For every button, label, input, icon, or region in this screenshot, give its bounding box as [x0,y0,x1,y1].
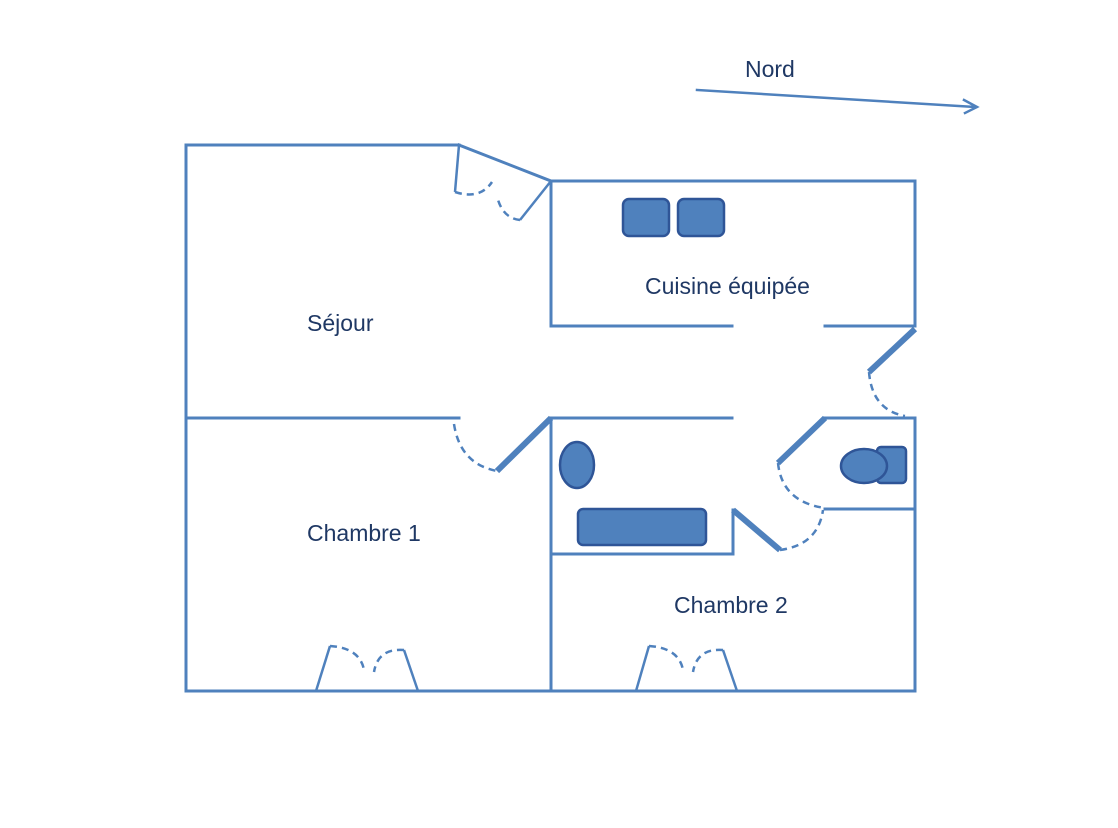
wc-door [775,415,828,510]
window-chambre2 [634,644,739,692]
cuisine-door [866,326,918,418]
bathtub-icon [576,507,708,547]
stove-burner-icon [621,197,671,238]
wall-entry-angled [457,143,553,183]
bathroom-door [731,507,825,553]
doors [452,144,918,553]
room-labels: Séjour Cuisine équipée Chambre 1 Chambre… [307,273,810,618]
stove-burner-icon [676,197,726,238]
room-label-chambre1: Chambre 1 [307,520,421,546]
north-arrow-head [962,98,980,115]
room-label-chambre2: Chambre 2 [674,592,788,618]
north-arrow-shaft [695,88,978,109]
sejour-door [452,415,554,474]
toilet-bowl-icon [839,447,889,485]
sink-icon [558,440,596,490]
entry-door [453,144,552,222]
north-label: Nord [745,56,795,82]
room-label-sejour: Séjour [307,310,374,336]
walls [184,143,917,693]
north-indicator: Nord [695,56,980,115]
window-chambre1 [314,644,420,692]
fixtures [558,197,908,547]
room-label-cuisine: Cuisine équipée [645,273,810,299]
windows [314,644,739,692]
